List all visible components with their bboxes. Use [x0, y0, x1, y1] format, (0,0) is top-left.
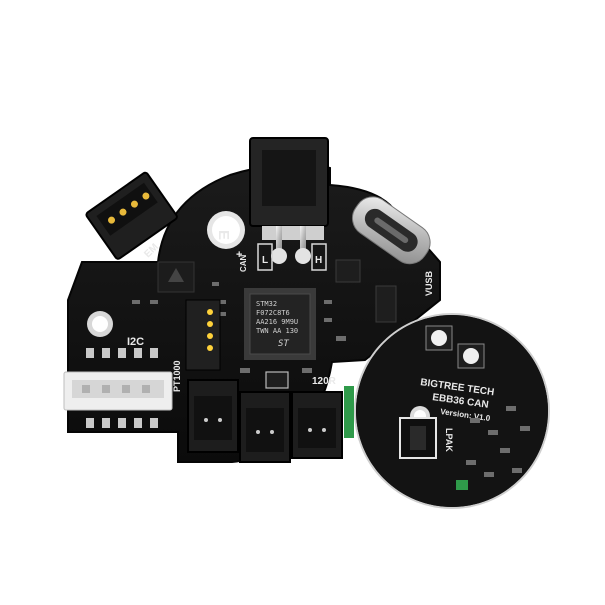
- bottom-connector-1: [187, 379, 239, 453]
- vusb-label: VUSB: [424, 270, 434, 296]
- bottom-left-header: [86, 418, 158, 428]
- r120-label: 120R: [312, 376, 337, 387]
- i2c-header: [86, 348, 158, 358]
- mounting-hole-top: [207, 211, 245, 249]
- e-label: E: [215, 230, 232, 240]
- zoom-inset: BIGTREE TECH EBB36 CAN Version: V1.0 LPA…: [354, 313, 550, 509]
- can-label: CAN: [239, 254, 248, 272]
- white-jst-connector: [63, 371, 173, 411]
- i2c-label: I2C: [127, 336, 144, 348]
- fan-connector: [249, 137, 329, 252]
- mounting-hole-left: [87, 311, 113, 337]
- angled-connector: [85, 171, 178, 260]
- bottom-connector-3: [291, 391, 343, 459]
- endstop-connector: [185, 299, 221, 371]
- can-terminals: [257, 243, 327, 271]
- usb-c-connector: [351, 196, 431, 265]
- regulator-chip: [335, 259, 361, 283]
- inset-smd-parts: [466, 406, 530, 477]
- can-l-label: L: [262, 255, 268, 266]
- mcu-line-4: TWN AA 130: [256, 327, 298, 335]
- mcu-line-1: STM32: [256, 300, 277, 308]
- mcu-line-2: F072C8T6: [256, 309, 290, 317]
- protection-chip: [375, 285, 397, 323]
- smd-components: [132, 282, 346, 373]
- mcu-chip: STM32 F072C8T6 AA216 9M9U TWN AA 130 ST: [244, 288, 316, 360]
- driver-chip: [157, 261, 195, 293]
- st-logo: ST: [278, 339, 289, 349]
- inset-part-label: LPAK: [444, 428, 454, 452]
- pt1000-label: PT1000: [172, 360, 182, 392]
- mcu-line-3: AA216 9M9U: [256, 318, 298, 326]
- green-jumper: [344, 386, 354, 438]
- bottom-connector-2: [239, 391, 291, 463]
- can-h-label: H: [315, 255, 322, 266]
- crystal: [265, 371, 289, 389]
- plus-label: +: [236, 249, 242, 261]
